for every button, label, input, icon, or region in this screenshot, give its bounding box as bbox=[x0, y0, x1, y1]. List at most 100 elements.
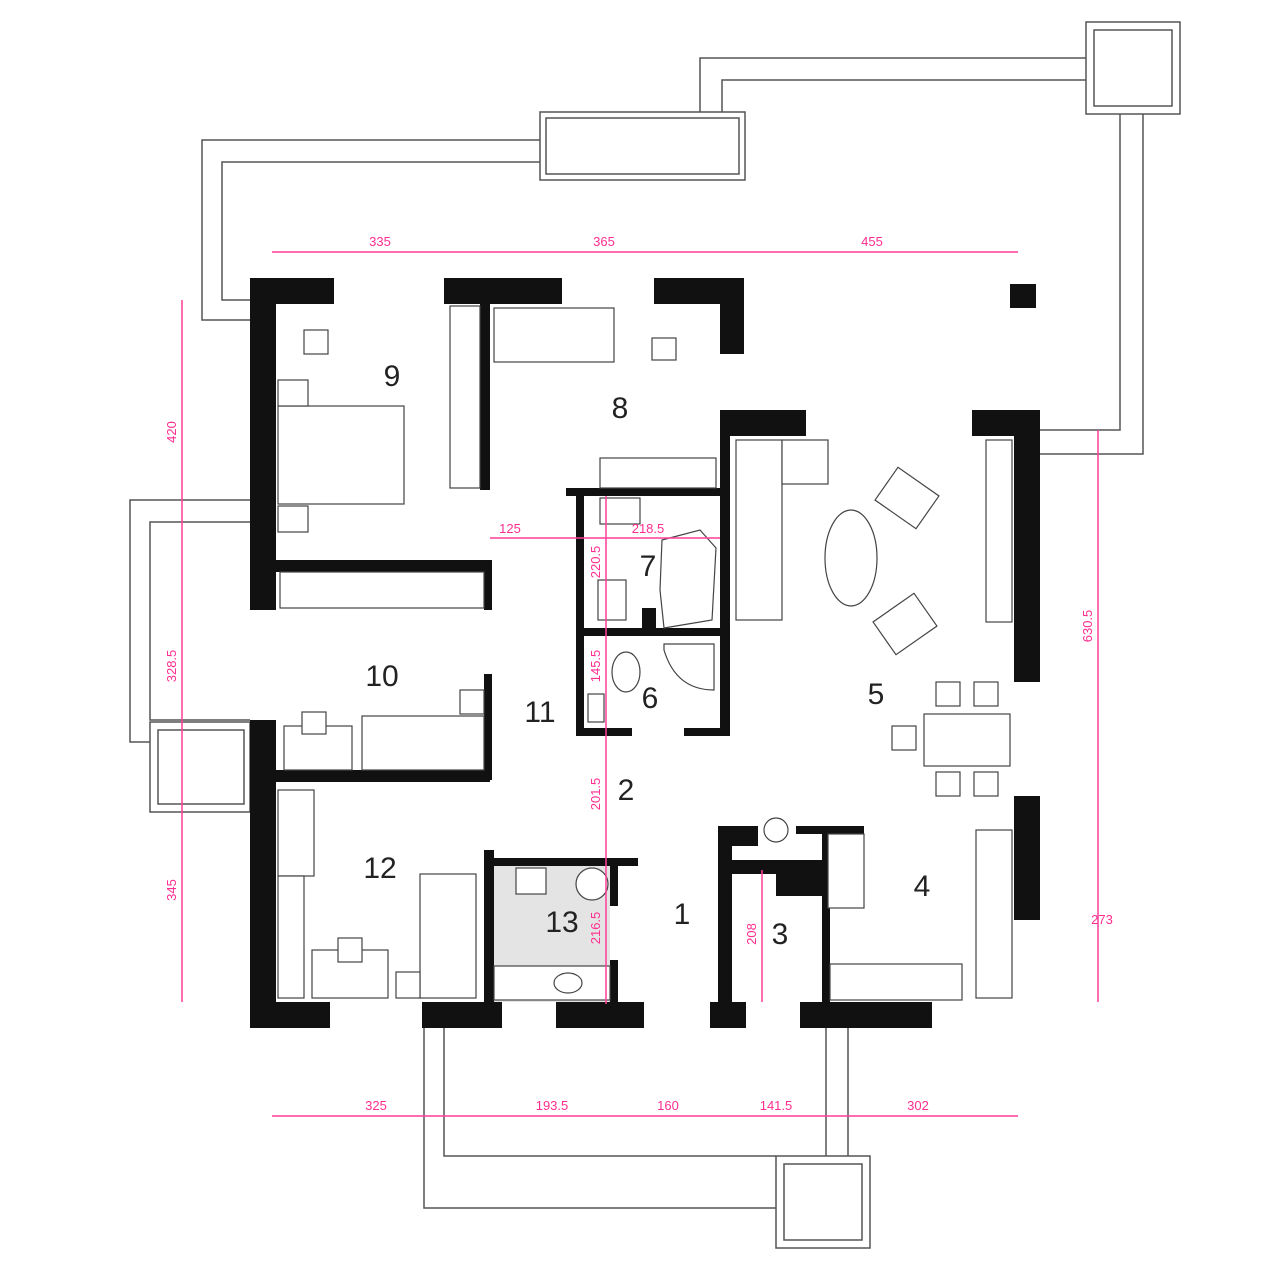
terrace-outline bbox=[157, 729, 245, 805]
room-9-label: 9 bbox=[384, 360, 401, 393]
terrace-path bbox=[721, 79, 1086, 112]
furniture-item bbox=[493, 965, 611, 1001]
terrace-path bbox=[443, 1026, 776, 1157]
room-8-label: 8 bbox=[612, 392, 629, 425]
furniture-item bbox=[279, 571, 485, 609]
room-13-label: 13 bbox=[545, 906, 578, 939]
dimension-label: 302 bbox=[907, 1098, 929, 1113]
room-2-label: 2 bbox=[618, 774, 635, 807]
furniture-item bbox=[515, 867, 547, 895]
dimension-label: 335 bbox=[369, 234, 391, 249]
dimension-label: 273 bbox=[1091, 912, 1113, 927]
furniture-item bbox=[985, 439, 1013, 623]
wall bbox=[776, 874, 822, 896]
wall bbox=[720, 410, 730, 736]
wall bbox=[566, 488, 720, 496]
terrace-path bbox=[1040, 114, 1144, 455]
terrace-path bbox=[699, 57, 1086, 112]
dimension-label: 325 bbox=[365, 1098, 387, 1113]
furniture-item bbox=[301, 711, 327, 735]
furniture-item bbox=[449, 305, 481, 489]
room-6-label: 6 bbox=[642, 682, 659, 715]
shower bbox=[663, 643, 715, 691]
wall bbox=[822, 834, 830, 1002]
furniture-item bbox=[935, 771, 961, 797]
wall bbox=[250, 278, 276, 610]
furniture-item bbox=[277, 505, 309, 533]
wall bbox=[480, 304, 490, 490]
wall bbox=[576, 728, 632, 736]
furniture-item bbox=[277, 405, 405, 505]
wall bbox=[484, 858, 638, 866]
dimension-label: 420 bbox=[164, 421, 179, 443]
dining-table bbox=[824, 509, 878, 607]
wall bbox=[732, 860, 822, 874]
wall bbox=[720, 410, 806, 436]
furniture-item bbox=[303, 329, 329, 355]
wall bbox=[610, 960, 618, 1002]
wall bbox=[576, 496, 584, 736]
wall bbox=[796, 826, 864, 834]
room-12-label: 12 bbox=[363, 852, 396, 885]
wall bbox=[556, 1002, 644, 1028]
furniture-item bbox=[827, 833, 865, 909]
room-10-label: 10 bbox=[365, 660, 398, 693]
room-4-label: 4 bbox=[914, 870, 931, 903]
wall bbox=[444, 278, 562, 304]
wall bbox=[718, 826, 732, 1002]
terrace-path bbox=[149, 521, 250, 721]
furniture-item bbox=[599, 457, 717, 489]
dimension-label: 216.5 bbox=[588, 912, 603, 945]
boiler bbox=[575, 867, 609, 901]
wall bbox=[276, 560, 490, 572]
wall bbox=[484, 674, 492, 780]
dimension-label: 160 bbox=[657, 1098, 679, 1113]
furniture-item bbox=[975, 829, 1013, 999]
toilet bbox=[611, 651, 641, 693]
furniture-item bbox=[395, 971, 421, 999]
furniture bbox=[277, 305, 1013, 1001]
furniture-item bbox=[829, 963, 963, 1001]
wall bbox=[642, 608, 656, 628]
furniture-item bbox=[973, 681, 999, 707]
furniture-item bbox=[935, 681, 961, 707]
terrace-outline bbox=[149, 721, 251, 813]
terrace-path bbox=[423, 1026, 776, 1209]
dimension-label: 141.5 bbox=[760, 1098, 793, 1113]
room-11-label: 11 bbox=[524, 696, 555, 729]
dimension-label: 193.5 bbox=[536, 1098, 569, 1113]
wall bbox=[576, 628, 730, 636]
furniture-item bbox=[874, 466, 940, 530]
room-7-label: 7 bbox=[640, 550, 657, 583]
room-5-label: 5 bbox=[868, 678, 885, 711]
wall bbox=[718, 826, 758, 846]
dimension-label: 365 bbox=[593, 234, 615, 249]
wall bbox=[610, 866, 618, 906]
furniture-item bbox=[419, 873, 477, 999]
dimension-label: 208 bbox=[744, 923, 759, 945]
room-3-label: 3 bbox=[772, 918, 789, 951]
furniture-item bbox=[277, 875, 305, 999]
sink bbox=[553, 972, 583, 994]
wall bbox=[710, 1002, 746, 1028]
dimension-label: 145.5 bbox=[588, 650, 603, 683]
furniture-item bbox=[459, 689, 485, 715]
room-1-label: 1 bbox=[674, 898, 691, 931]
wall bbox=[250, 1002, 330, 1028]
terrace-path bbox=[201, 139, 540, 321]
terrace-outline bbox=[539, 111, 746, 181]
dimension-label: 201.5 bbox=[588, 778, 603, 811]
terrace-path bbox=[1040, 114, 1121, 431]
furniture-item bbox=[973, 771, 999, 797]
furniture-item bbox=[735, 439, 783, 621]
dimension-lines bbox=[181, 251, 1099, 1117]
furniture-item bbox=[277, 379, 309, 407]
wall bbox=[800, 1002, 932, 1028]
wall bbox=[1014, 796, 1040, 920]
dimension-label: 328.5 bbox=[164, 650, 179, 683]
furniture-item bbox=[337, 937, 363, 963]
wall bbox=[1014, 410, 1040, 682]
furniture-item bbox=[597, 579, 627, 621]
